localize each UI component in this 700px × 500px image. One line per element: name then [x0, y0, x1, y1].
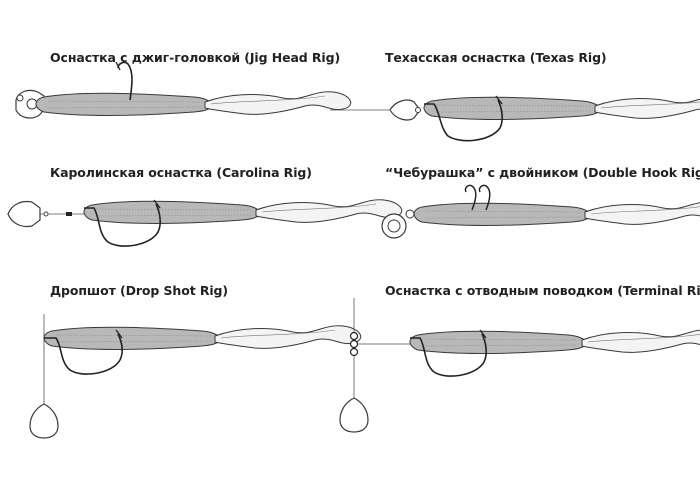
- texas-rig-illustration: [330, 95, 700, 142]
- title-terminal-rig: Оснастка с отводным поводком (Terminal R…: [385, 283, 700, 298]
- jig-head-rig-illustration: [15, 61, 352, 119]
- title-carolina-rig: Каролинская оснастка (Carolina Rig): [50, 165, 312, 180]
- title-drop-shot-rig: Дропшот (Drop Shot Rig): [50, 283, 228, 298]
- terminal-rig-illustration: [339, 298, 700, 433]
- title-jig-head-rig: Оснастка с джиг-головкой (Jig Head Rig): [50, 50, 341, 65]
- double-hook-rig-illustration: [381, 184, 700, 239]
- carolina-rig-illustration: [7, 199, 403, 247]
- title-double-hook-rig: “Чебурашка” с двойником (Double Hook Rig…: [385, 165, 700, 180]
- title-texas-rig: Техасская оснастка (Texas Rig): [385, 50, 607, 65]
- drop-shot-rig-illustration: [29, 314, 362, 439]
